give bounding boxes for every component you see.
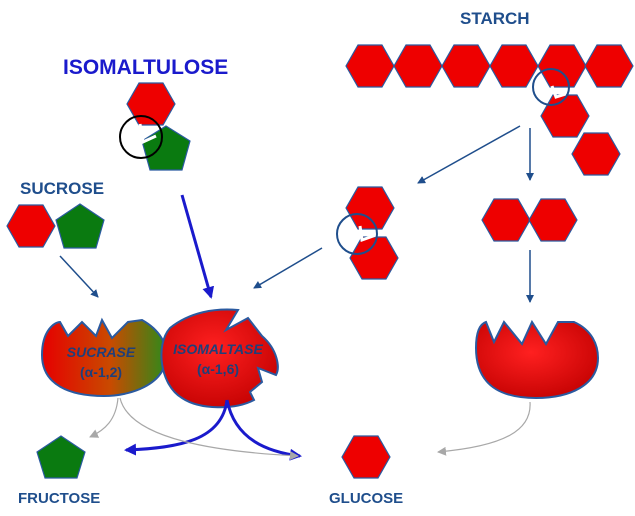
isomaltulose-fructose	[141, 125, 191, 171]
sucrose-label: SUCROSE	[20, 179, 105, 198]
glucose-product	[341, 435, 391, 479]
isomaltose-bond-marker	[336, 213, 378, 255]
arrows	[59, 125, 534, 461]
arrow-isomaltulose-to-isomaltase	[180, 194, 215, 299]
isomaltulose-label: ISOMALTULOSE	[63, 56, 229, 79]
isomaltase-bond-label: (α-1,6)	[196, 361, 240, 377]
maltose-glucose-2	[528, 198, 578, 242]
sucrose-glucose	[6, 204, 56, 248]
fructose-product	[36, 435, 86, 479]
starch-bond-marker	[532, 68, 570, 106]
arrow-sucrase-to-fructose	[89, 397, 119, 438]
isomaltose-molecule	[345, 186, 399, 280]
sucrase-name-label: SUCRASE	[66, 344, 136, 360]
arrow-starch-to-isomaltose	[417, 125, 521, 184]
arrow-sucrase-to-glucose	[119, 397, 299, 461]
maltase-enzyme	[474, 319, 600, 400]
maltose-glucose-1	[481, 198, 531, 242]
starch-glucose-3	[441, 44, 491, 88]
starch-label: STARCH	[460, 9, 530, 28]
arrow-isomaltase-to-fructose	[124, 399, 229, 456]
sucrose-fructose	[55, 203, 105, 249]
starch-glucose-4	[489, 44, 539, 88]
starch-glucose-2	[393, 44, 443, 88]
arrow-isomaltose-to-isomaltase	[253, 247, 323, 289]
starch-branch-glucose-2	[571, 132, 621, 176]
isomaltulose-bond-marker	[119, 115, 163, 159]
sucrose-molecule	[6, 203, 105, 249]
isomaltase-name-label: ISOMALTASE	[173, 341, 263, 357]
starch-chain	[345, 44, 634, 176]
starch-glucose-1	[345, 44, 395, 88]
starch-glucose-6	[584, 44, 634, 88]
isomaltose-glucose-2	[349, 236, 399, 280]
arrow-maltase-to-glucose	[437, 401, 531, 456]
starch-glucose-5	[537, 44, 587, 88]
isomaltose-glucose-1	[345, 186, 395, 230]
starch-branch-glucose-1	[540, 94, 590, 138]
arrow-isomaltase-to-glucose	[225, 399, 302, 461]
fructose-label: FRUCTOSE	[18, 490, 101, 507]
arrow-sucrose-to-sucrase	[59, 255, 99, 298]
isomaltulose-glucose	[126, 82, 176, 126]
isomaltase-enzyme	[160, 308, 279, 409]
maltose-molecule	[481, 198, 578, 242]
glucose-label: GLUCOSE	[329, 490, 404, 507]
sucrase-bond-label: (α-1,2)	[79, 364, 123, 380]
